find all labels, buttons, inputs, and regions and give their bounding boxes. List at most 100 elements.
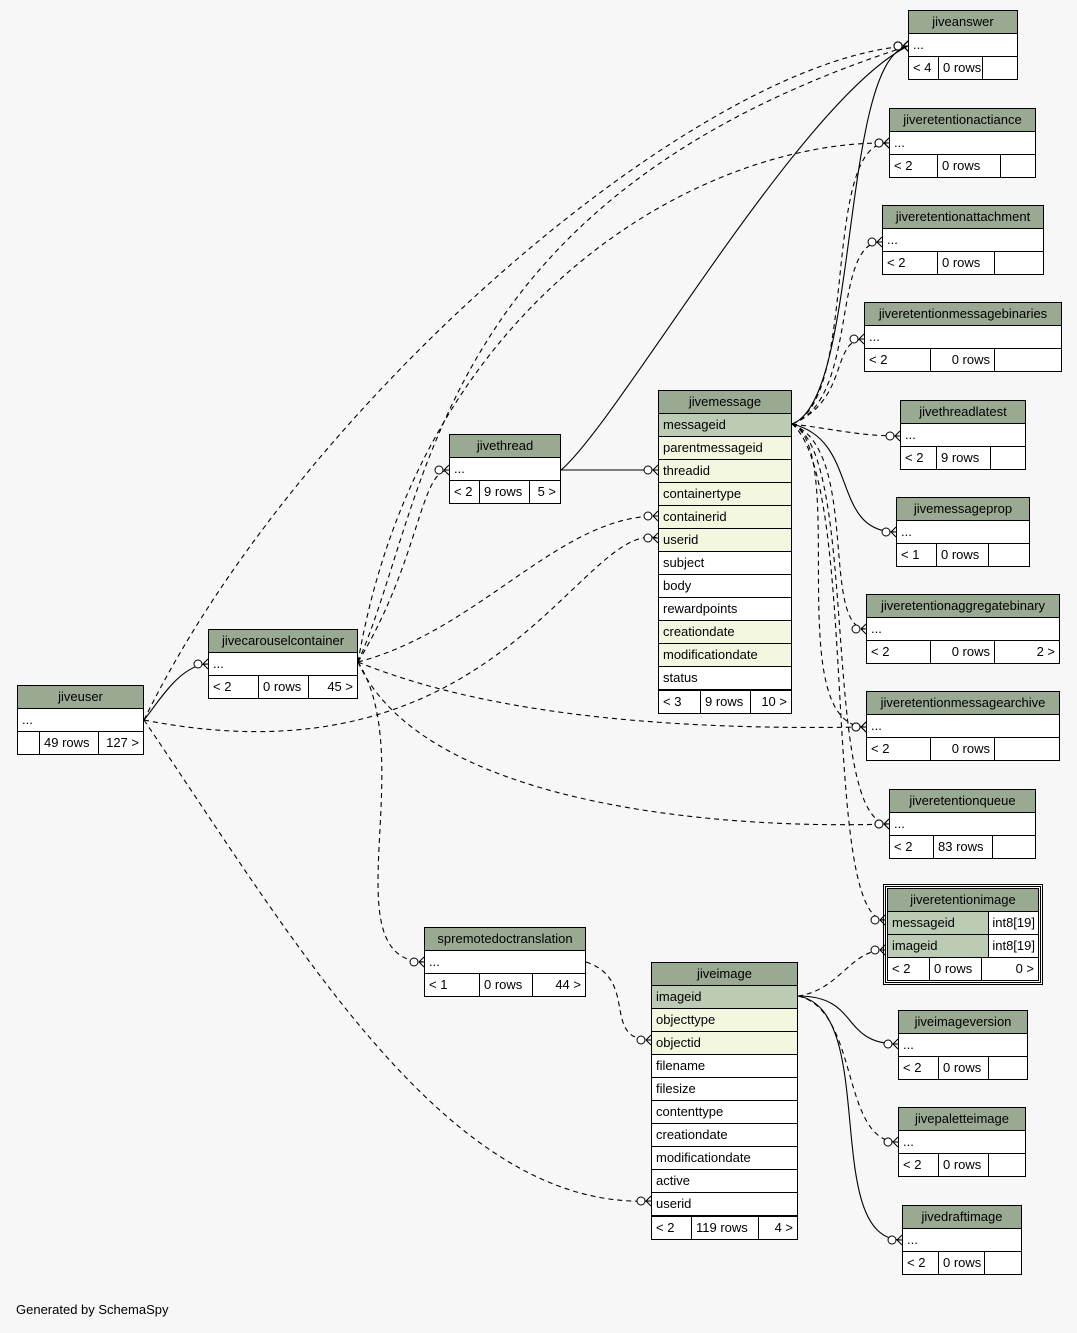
optional-marker <box>434 465 444 475</box>
table-header[interactable]: jiveretentionmessagearchive <box>867 692 1059 715</box>
table-header[interactable]: jiveretentionaggregatebinary <box>867 595 1059 618</box>
optional-marker <box>643 465 653 475</box>
table-header[interactable]: jiveretentionimage <box>888 889 1038 912</box>
crowsfoot-marker <box>892 1038 899 1050</box>
crowsfoot-marker <box>902 40 909 52</box>
table-header[interactable]: jivepaletteimage <box>899 1108 1025 1131</box>
crowsfoot-marker <box>883 818 890 830</box>
crowsfoot-marker <box>202 658 209 670</box>
table-header[interactable]: jiveretentionattachment <box>883 206 1043 229</box>
table-row: creationdate <box>652 1124 797 1147</box>
table-row: ... <box>867 618 1059 641</box>
table-header[interactable]: jiveretentionmessagebinaries <box>865 303 1061 326</box>
crowsfoot-marker <box>879 944 886 956</box>
table-row: ... <box>890 813 1035 836</box>
table-header[interactable]: jivethreadlatest <box>901 401 1025 424</box>
table-row: ... <box>901 424 1025 447</box>
crowsfoot-marker <box>652 510 659 522</box>
table-row: body <box>659 575 791 598</box>
optional-marker <box>883 1039 893 1049</box>
table-header[interactable]: jivemessage <box>659 391 791 414</box>
table-header[interactable]: jivethread <box>450 435 560 458</box>
table-jivemessage[interactable]: jivemessage messageid parentmessageid th… <box>658 390 792 714</box>
table-row: ... <box>890 132 1035 155</box>
relationship-edge <box>791 423 890 825</box>
optional-marker <box>870 945 880 955</box>
table-row: messageid <box>659 414 791 437</box>
optional-marker <box>870 915 880 925</box>
table-row: active <box>652 1170 797 1193</box>
relationship-edge <box>357 661 867 729</box>
table-row: subject <box>659 552 791 575</box>
relationship-edge <box>791 423 886 921</box>
table-row: objecttype <box>652 1009 797 1032</box>
optional-marker <box>636 1035 646 1045</box>
relationship-edge <box>797 995 903 1241</box>
table-row: ... <box>450 458 560 481</box>
crowsfoot-marker <box>860 623 867 635</box>
relationship-edge <box>357 45 909 663</box>
relationship-edge <box>791 423 867 630</box>
relationship-edge <box>357 142 890 663</box>
table-row: parentmessageid <box>659 437 791 460</box>
crowsfoot-marker <box>896 1234 903 1246</box>
crowsfoot-marker <box>652 464 659 476</box>
crowsfoot-marker <box>645 1195 652 1207</box>
table-header[interactable]: jiveuser <box>18 686 143 709</box>
table-row: rewardpoints <box>659 598 791 621</box>
table-row: ... <box>425 951 585 974</box>
table-header[interactable]: jivecarouselcontainer <box>209 630 357 653</box>
table-header[interactable]: jivemessageprop <box>897 498 1029 521</box>
table-jiveimage[interactable]: jiveimage imageid objecttype objectid fi… <box>651 962 798 1240</box>
table-header[interactable]: spremotedoctranslation <box>425 928 585 951</box>
table-row: ... <box>865 326 1061 349</box>
table-header[interactable]: jiveimage <box>652 963 797 986</box>
table-row: ... <box>909 34 1017 57</box>
table-row: ... <box>899 1131 1025 1154</box>
table-header[interactable]: jivedraftimage <box>903 1206 1021 1229</box>
table-header[interactable]: jiveanswer <box>909 11 1017 34</box>
relationship-edge <box>791 45 909 425</box>
optional-marker <box>881 527 891 537</box>
table-row: filename <box>652 1055 797 1078</box>
table-header[interactable]: jiveimageversion <box>899 1011 1027 1034</box>
table-header[interactable]: jiveretentionqueue <box>890 790 1035 813</box>
relationship-edge <box>791 423 901 437</box>
table-header[interactable]: jiveretentionactiance <box>890 109 1035 132</box>
optional-marker <box>851 722 861 732</box>
table-row: ... <box>883 229 1043 252</box>
optional-marker <box>885 431 895 441</box>
relationship-edge <box>797 949 886 997</box>
table-row: userid <box>659 529 791 552</box>
crowsfoot-marker <box>876 236 883 248</box>
